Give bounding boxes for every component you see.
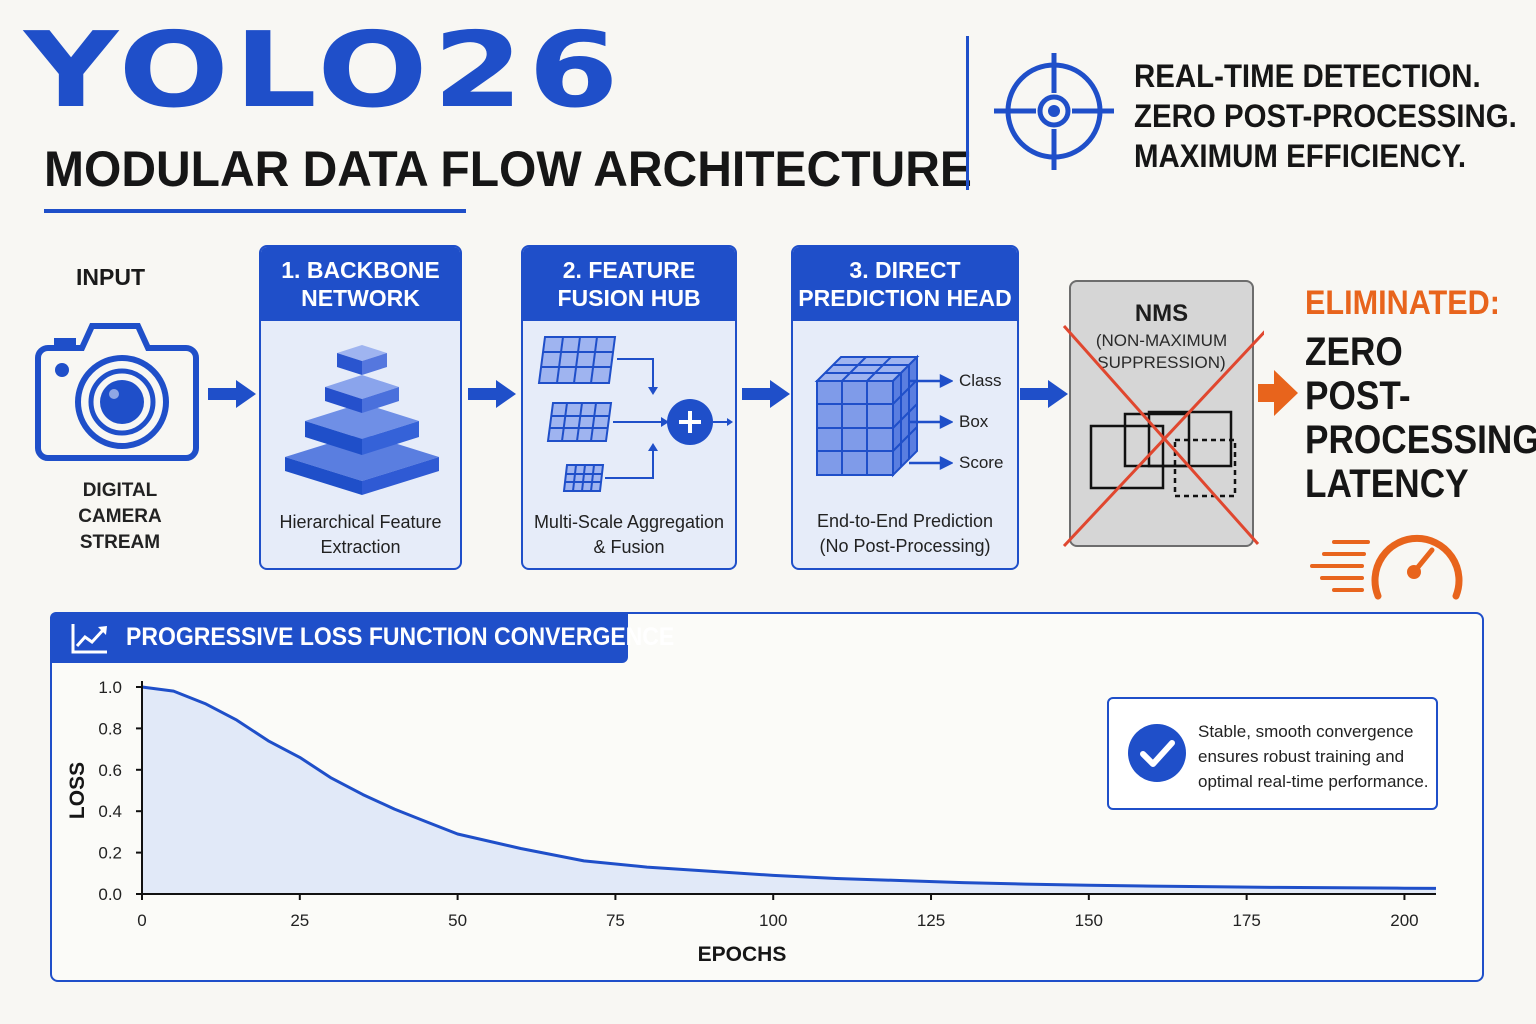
stage-title: FUSION HUB bbox=[557, 285, 701, 311]
prediction-cube-icon bbox=[814, 354, 920, 478]
page-title: YOLO26 bbox=[24, 9, 624, 131]
note-line: Stable, smooth convergence bbox=[1198, 722, 1414, 741]
stage-backbone: 1. BACKBONE NETWORK Hierarchical Feature… bbox=[259, 245, 462, 570]
eliminated-line: PROCESSING bbox=[1305, 418, 1536, 462]
loss-chart-title: PROGRESSIVE LOSS FUNCTION CONVERGENCE bbox=[126, 623, 675, 651]
camera-caption: DIGITAL CAMERA STREAM bbox=[40, 478, 200, 556]
stage-desc-line: (No Post-Processing) bbox=[819, 536, 991, 556]
stage-description: Hierarchical Feature Extraction bbox=[261, 510, 460, 560]
tagline-line: MAXIMUM EFFICIENCY. bbox=[1134, 138, 1467, 174]
stage-title: 1. BACKBONE bbox=[281, 257, 440, 283]
arrow-right-icon bbox=[1020, 380, 1068, 408]
x-tick-label: 75 bbox=[606, 911, 625, 930]
loss-chart: 0.0 0.2 0.4 0.6 0.8 1.0 0 25 50 75 100 125 150 175 200… bbox=[66, 678, 1437, 966]
eliminated-cross-icon bbox=[1062, 325, 1264, 548]
y-tick-label: 0.4 bbox=[98, 802, 122, 821]
arrow-right-orange-icon bbox=[1258, 370, 1298, 416]
camera-caption-line: STREAM bbox=[79, 532, 161, 553]
feature-fusion-icon bbox=[537, 336, 733, 492]
tagline-line: ZERO POST-PROCESSING. bbox=[1134, 98, 1517, 134]
stage-prediction-head: 3. DIRECT PREDICTION HEAD Class Box Scor… bbox=[791, 245, 1019, 570]
stage-description: End-to-End Prediction (No Post-Processin… bbox=[793, 509, 1017, 559]
eliminated-line: POST- bbox=[1305, 374, 1411, 418]
x-tick-label: 200 bbox=[1390, 911, 1418, 930]
y-tick-label: 0.6 bbox=[98, 761, 122, 780]
x-tick-label: 0 bbox=[137, 911, 146, 930]
target-crosshair-icon bbox=[994, 53, 1114, 170]
nms-title: NMS bbox=[1134, 300, 1189, 327]
y-axis-label: LOSS bbox=[66, 762, 89, 819]
arrow-right-icon bbox=[742, 380, 790, 408]
stage-desc-line: Extraction bbox=[320, 537, 401, 557]
camera-caption-line: DIGITAL CAMERA bbox=[78, 480, 162, 527]
stage-fusion-hub: 2. FEATURE FUSION HUB bbox=[521, 245, 737, 570]
stage-title: 3. DIRECT bbox=[849, 257, 961, 283]
x-tick-label: 125 bbox=[917, 911, 945, 930]
tagline-line: REAL-TIME DETECTION. bbox=[1134, 58, 1481, 94]
x-tick-label: 175 bbox=[1232, 911, 1260, 930]
input-label: INPUT bbox=[76, 264, 145, 290]
eliminated-line: ZERO bbox=[1305, 330, 1403, 374]
stage-description: Multi-Scale Aggregation & Fusion bbox=[523, 510, 735, 560]
eliminated-line: LATENCY bbox=[1305, 462, 1469, 506]
nms-subtitle: (NON-MAXIMUM SUPPRESSION) bbox=[1071, 330, 1252, 374]
loss-chart-header: PROGRESSIVE LOSS FUNCTION CONVERGENCE bbox=[50, 612, 674, 663]
page-subtitle: MODULAR DATA FLOW ARCHITECTURE bbox=[44, 141, 972, 197]
nms-stage-eliminated: NMS (NON-MAXIMUM SUPPRESSION) bbox=[1069, 280, 1254, 547]
x-axis-label: EPOCHS bbox=[698, 943, 787, 966]
x-tick-label: 150 bbox=[1075, 911, 1103, 930]
header-divider bbox=[966, 36, 969, 190]
tagline: REAL-TIME DETECTION. ZERO POST-PROCESSIN… bbox=[1134, 56, 1517, 176]
y-tick-label: 0.8 bbox=[98, 719, 122, 738]
y-tick-label: 0.2 bbox=[98, 844, 122, 863]
y-tick-label: 1.0 bbox=[98, 678, 122, 697]
output-arrows-icon bbox=[909, 373, 953, 471]
stage-desc-line: End-to-End Prediction bbox=[816, 511, 994, 531]
stage-desc-line: Multi-Scale Aggregation bbox=[533, 512, 725, 532]
output-score-label: Score bbox=[959, 453, 1004, 472]
nms-subtitle-line: (NON-MAXIMUM bbox=[1095, 331, 1228, 350]
stage-header: 2. FEATURE FUSION HUB bbox=[523, 247, 735, 321]
stage-title: 2. FEATURE bbox=[562, 257, 696, 283]
stage-desc-line: & Fusion bbox=[593, 537, 665, 557]
speedometer-icon bbox=[1310, 534, 1463, 600]
note-line: optimal real-time performance. bbox=[1198, 772, 1429, 791]
stage-desc-line: Hierarchical Feature bbox=[279, 512, 442, 532]
check-circle-icon bbox=[1128, 724, 1186, 782]
output-box-label: Box bbox=[959, 412, 989, 431]
loss-line bbox=[141, 685, 1437, 890]
note-line: ensures robust training and bbox=[1198, 747, 1405, 766]
eliminated-label: ELIMINATED: bbox=[1305, 284, 1500, 322]
x-tick-label: 25 bbox=[290, 911, 309, 930]
stage-title: NETWORK bbox=[301, 285, 420, 311]
title-underline bbox=[44, 209, 466, 213]
stage-header: 3. DIRECT PREDICTION HEAD bbox=[793, 247, 1017, 321]
stage-title: PREDICTION HEAD bbox=[798, 285, 1012, 311]
pyramid-layers-icon bbox=[285, 345, 439, 495]
camera-icon bbox=[35, 323, 199, 461]
x-tick-label: 50 bbox=[448, 911, 467, 930]
trend-chart-icon bbox=[71, 624, 107, 654]
stage-header: 1. BACKBONE NETWORK bbox=[261, 247, 460, 321]
arrow-right-icon bbox=[468, 380, 516, 408]
note-text: Stable, smooth convergence ensures robus… bbox=[1198, 719, 1429, 794]
eliminated-description: ZERO POST- PROCESSING LATENCY bbox=[1305, 330, 1536, 506]
output-class-label: Class bbox=[959, 371, 1002, 390]
nms-subtitle-line: SUPPRESSION) bbox=[1097, 353, 1226, 372]
loss-area bbox=[142, 687, 1436, 894]
arrow-right-icon bbox=[208, 380, 256, 408]
y-tick-label: 0.0 bbox=[98, 885, 122, 904]
convergence-note: Stable, smooth convergence ensures robus… bbox=[1107, 697, 1438, 810]
x-tick-label: 100 bbox=[759, 911, 787, 930]
